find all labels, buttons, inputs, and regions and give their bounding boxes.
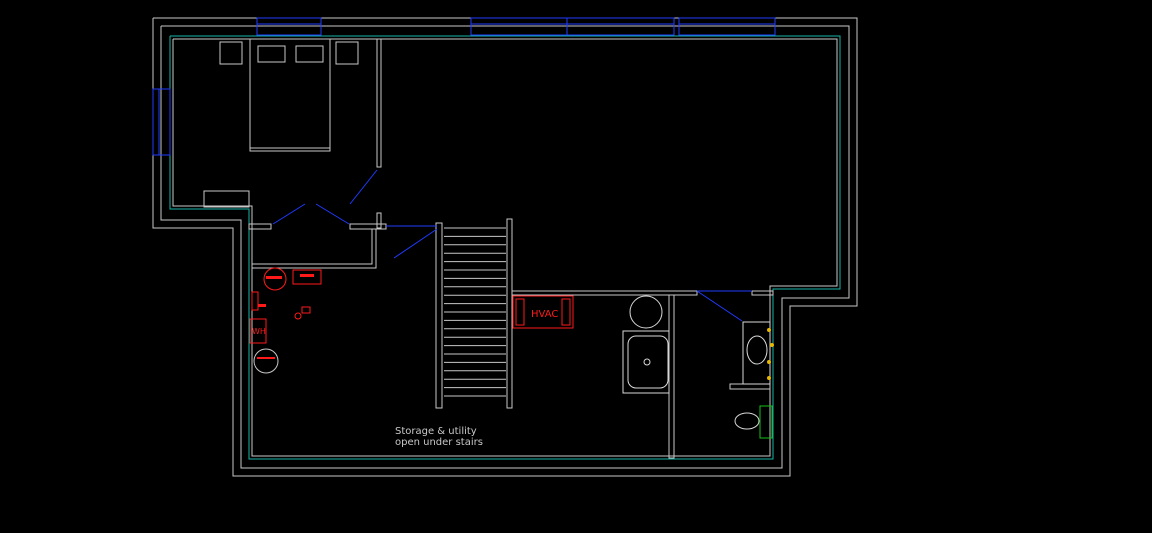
vanity [742,321,771,385]
bath-wall-mid [729,383,771,390]
exterior-walls [152,17,858,477]
windows [152,17,776,156]
faucet-knob [767,376,771,380]
exterior-wall-outer [152,17,858,477]
window-left [152,88,171,156]
interior-face [169,35,841,460]
hvac-label: HVAC [531,309,558,320]
window-top-4 [678,17,776,36]
door-swing-icon [349,169,378,205]
closet-wall [252,228,377,269]
mechanical-equipment [249,267,574,374]
bedroom-furniture [203,38,359,208]
sump-pit-icon [263,267,287,291]
shower-stall-icon [622,330,670,394]
equipment-wall [251,291,259,311]
hvac-unit-left [515,298,525,326]
shower-drain [643,358,651,366]
door-swing-icon [393,228,438,259]
storage-label-line1: Storage & utility [395,426,477,437]
door-swing-icon [315,203,350,225]
nightstand-icon [335,41,359,65]
faucet-knob [770,343,774,347]
dresser [203,190,250,208]
bedroom-wall-vertical [376,38,382,168]
hvac-unit-icon [512,295,574,329]
faucet-knob [767,328,771,332]
faucet-knob [767,360,771,364]
pillow-icon [295,45,324,63]
exterior-wall-inner [160,25,850,469]
bathroom-sink-icon [746,335,768,365]
storage-label-line2: open under stairs [395,437,483,448]
door-swing-icon [696,290,743,322]
hvac-unit-right [561,298,571,326]
equipment-small [301,306,311,314]
label-mark [257,357,275,359]
label-mark [258,304,266,307]
mechanical-labels: WH HVAC [252,274,558,359]
bedroom-wall-bottom-left [248,223,272,230]
pillow-icon [257,45,286,63]
bath-wall-vertical [668,294,675,459]
toilet-tank [759,405,773,439]
toilet-icon [734,412,760,430]
bath-hardware [767,328,774,380]
interior-partitions [248,38,774,459]
room-label-storage: Storage & utility open under stairs [395,426,483,448]
label-mark [300,274,314,277]
door-swings [272,169,752,322]
stair-wall-right [506,218,513,409]
bathroom-fixtures [622,295,773,439]
water-heater-icon [249,318,267,344]
bed-icon [249,38,331,152]
window-top-1 [256,17,322,36]
floor-drain [294,312,302,320]
door-swing-icon [272,203,306,225]
label-mark [266,276,282,279]
utility-wall-top [512,290,698,296]
stair-wall-left [435,222,443,409]
shower-base [627,335,669,389]
window-top-3 [566,17,675,36]
pressure-tank [253,348,279,374]
water-heater-label: WH [252,327,266,336]
equipment-box [292,269,322,285]
nightstand-icon [219,41,243,65]
stairs [444,227,506,397]
bath-wall-top [751,290,774,296]
bedroom-wall-stub [376,212,382,229]
sump-pump-icon [629,295,663,329]
interior-face-inner [172,38,838,457]
